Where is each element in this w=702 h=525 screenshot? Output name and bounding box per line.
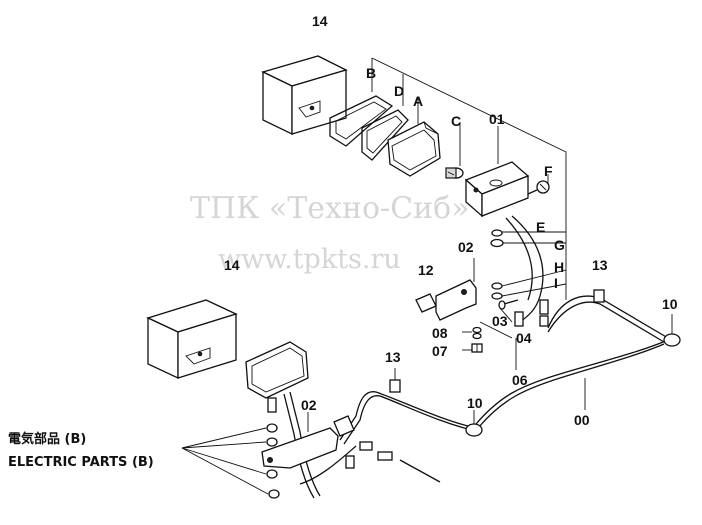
label-13-mid: 13 (385, 349, 401, 365)
watermark-line1: ТПК «Техно-Сиб» (190, 191, 470, 226)
label-10-mid: 10 (467, 395, 483, 411)
label-a: A (413, 93, 423, 109)
label-h: H (554, 259, 564, 275)
label-14-top: 14 (312, 13, 328, 29)
part-03-bolt (498, 299, 519, 310)
part-13-clip-right (593, 289, 605, 303)
part-10-clamp-mid (465, 410, 483, 437)
part-c-bulb (445, 167, 464, 179)
part-07-screw (471, 343, 483, 353)
part-g-washer (490, 238, 504, 248)
label-14-left: 14 (224, 257, 240, 273)
caption-japanese: 電気部品 (B) (8, 431, 86, 447)
label-b: B (366, 65, 376, 81)
lamp-left-assembly (245, 341, 321, 499)
part-bolts-left (181, 423, 280, 499)
part-12-bracket (415, 279, 477, 321)
leader-03 (499, 307, 513, 323)
label-d: D (394, 83, 404, 99)
part-h-washer (491, 282, 503, 290)
part-02-bracket-left (261, 415, 355, 469)
part-i-nut (491, 292, 503, 300)
label-06: 06 (512, 372, 528, 388)
label-02-left: 02 (301, 397, 317, 413)
connectors-bottom (345, 441, 393, 469)
part-14-cover-left (146, 299, 238, 380)
label-04: 04 (516, 330, 532, 346)
part-10-clamp-right (663, 314, 681, 347)
leader-04 (479, 321, 513, 339)
leader-lines-top (371, 57, 567, 300)
part-14-cover-top (261, 55, 348, 136)
label-02-mid: 02 (458, 239, 474, 255)
label-c: C (451, 113, 461, 129)
label-12: 12 (418, 262, 434, 278)
label-f: F (544, 163, 553, 179)
watermark-line2: www.tpkts.ru (218, 244, 401, 275)
label-i: I (554, 275, 558, 291)
label-10-right: 10 (662, 296, 678, 312)
label-00: 00 (574, 412, 590, 428)
label-01: 01 (489, 111, 505, 127)
label-08: 08 (432, 325, 448, 341)
label-13-right: 13 (592, 257, 608, 273)
part-13-clip-mid (389, 368, 401, 393)
part-b-gasket (329, 95, 394, 147)
part-01-lamp-body (464, 161, 530, 218)
part-e-washer (491, 229, 503, 237)
label-07: 07 (432, 343, 448, 359)
label-e: E (536, 219, 545, 235)
part-06-harness (505, 215, 549, 370)
caption-english: ELECTRIC PARTS (B) (8, 455, 154, 470)
label-03: 03 (492, 313, 508, 329)
part-a-lens (387, 121, 441, 177)
label-g: G (554, 237, 565, 253)
part-f-screw (527, 180, 550, 195)
part-08-washer (472, 326, 482, 340)
